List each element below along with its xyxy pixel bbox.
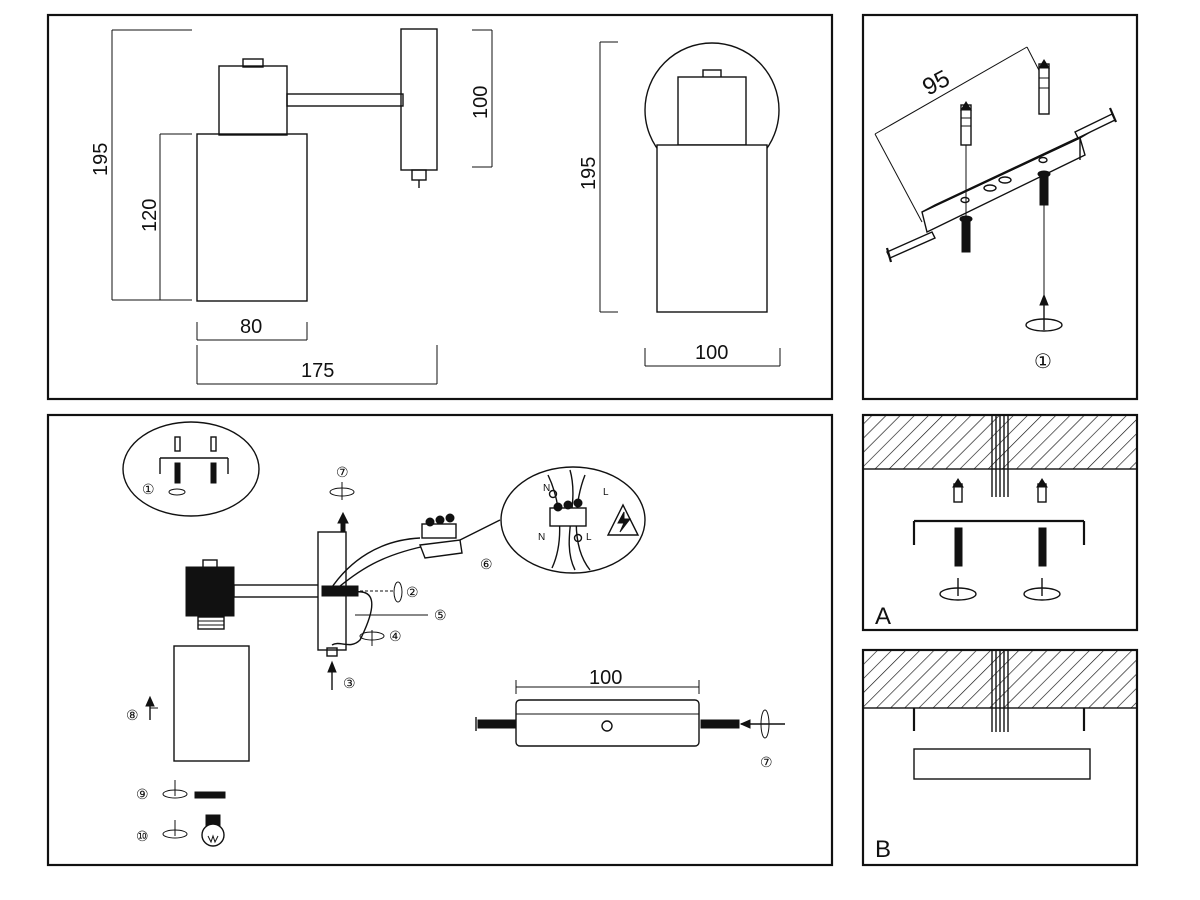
step-7-top-marker: ⑦ bbox=[336, 464, 349, 480]
step-3-marker: ③ bbox=[343, 675, 356, 691]
wire-label-n2: N bbox=[538, 532, 545, 543]
high-voltage-warning-icon bbox=[606, 503, 640, 536]
wire-label-l2: L bbox=[586, 532, 592, 543]
dim-shade-height: 120 bbox=[139, 199, 161, 232]
step-6-marker: ⑥ bbox=[480, 556, 493, 572]
step-7-bottom-marker: ⑦ bbox=[760, 754, 773, 770]
light-bulb-icon: ⑩ bbox=[136, 814, 225, 847]
wall-base bbox=[317, 511, 349, 690]
bracket-a bbox=[912, 519, 1086, 545]
terminal-zoom-detail: N L N L bbox=[500, 466, 646, 574]
bracket-bolt-left bbox=[885, 231, 936, 263]
screws-a bbox=[939, 527, 1061, 601]
side-view-lamp bbox=[644, 42, 780, 313]
front-view-dimensions: 195 120 80 175 100 bbox=[90, 29, 493, 385]
front-view-lamp bbox=[196, 28, 438, 302]
screw-right bbox=[1037, 170, 1051, 300]
screw-left bbox=[959, 215, 973, 253]
wall-anchor-left bbox=[960, 101, 972, 225]
step-4-marker: ④ bbox=[389, 628, 402, 644]
mains-cable bbox=[321, 537, 431, 646]
retaining-ring: ⑨ bbox=[136, 780, 226, 802]
plate-width-label: 100 bbox=[589, 667, 622, 689]
dim-total-depth: 175 bbox=[301, 360, 334, 382]
step-8-marker: ⑧ bbox=[126, 707, 139, 723]
dim-side-height: 195 bbox=[578, 157, 600, 190]
mounted-bracket-b bbox=[912, 708, 1086, 731]
wire-label-n1: N bbox=[543, 483, 550, 494]
lamp-holder bbox=[185, 559, 321, 630]
step-2-nut: ② bbox=[393, 581, 419, 603]
wall-anchor-right bbox=[1038, 59, 1050, 115]
cable-bundle-b bbox=[991, 650, 1009, 732]
base-plate: 100 ⑦ bbox=[475, 667, 785, 770]
wire-label-l1: L bbox=[603, 487, 609, 498]
dimensions-panel: 195 120 80 175 100 195 100 bbox=[46, 13, 834, 401]
step-7-top: ⑦ bbox=[329, 464, 355, 500]
mounting-bracket bbox=[921, 131, 1091, 234]
bracket-bolt-right bbox=[1074, 107, 1118, 139]
rotate-arrow-icon bbox=[1025, 293, 1063, 332]
dim-side-width: 100 bbox=[695, 342, 728, 364]
step-1-label: ① bbox=[1034, 351, 1052, 373]
lamp-shade: ⑧ bbox=[126, 645, 250, 762]
dim-total-height: 195 bbox=[90, 143, 112, 176]
step-4-screw: ④ bbox=[359, 628, 402, 646]
step-1-marker: ① bbox=[142, 481, 155, 497]
dim-shade-width: 80 bbox=[240, 316, 262, 338]
assembly-panel: ① bbox=[46, 413, 834, 867]
step-10-marker: ⑩ bbox=[136, 828, 149, 844]
ceiling-mount-panel-b: B bbox=[861, 648, 1139, 867]
step-2-marker: ② bbox=[406, 584, 419, 600]
terminal-block bbox=[419, 513, 501, 559]
mounting-panel: 95 bbox=[861, 13, 1139, 401]
ceiling-mount-panel-a: A bbox=[861, 413, 1139, 632]
step-5-marker: ⑤ bbox=[434, 607, 447, 623]
step-1-detail: ① bbox=[122, 421, 260, 517]
dim-hole-spacing: 95 bbox=[918, 65, 954, 101]
step-5-ground: ⑤ bbox=[355, 607, 447, 623]
side-view-dimensions: 195 100 bbox=[578, 41, 781, 367]
panel-a-label: A bbox=[875, 603, 891, 630]
base-plate-b bbox=[913, 748, 1091, 780]
dim-base-height: 100 bbox=[470, 86, 492, 119]
wall-plugs-a bbox=[952, 478, 1048, 503]
step-9-marker: ⑨ bbox=[136, 786, 149, 802]
panel-b-label: B bbox=[875, 836, 891, 863]
cable-bundle-a bbox=[991, 415, 1009, 497]
